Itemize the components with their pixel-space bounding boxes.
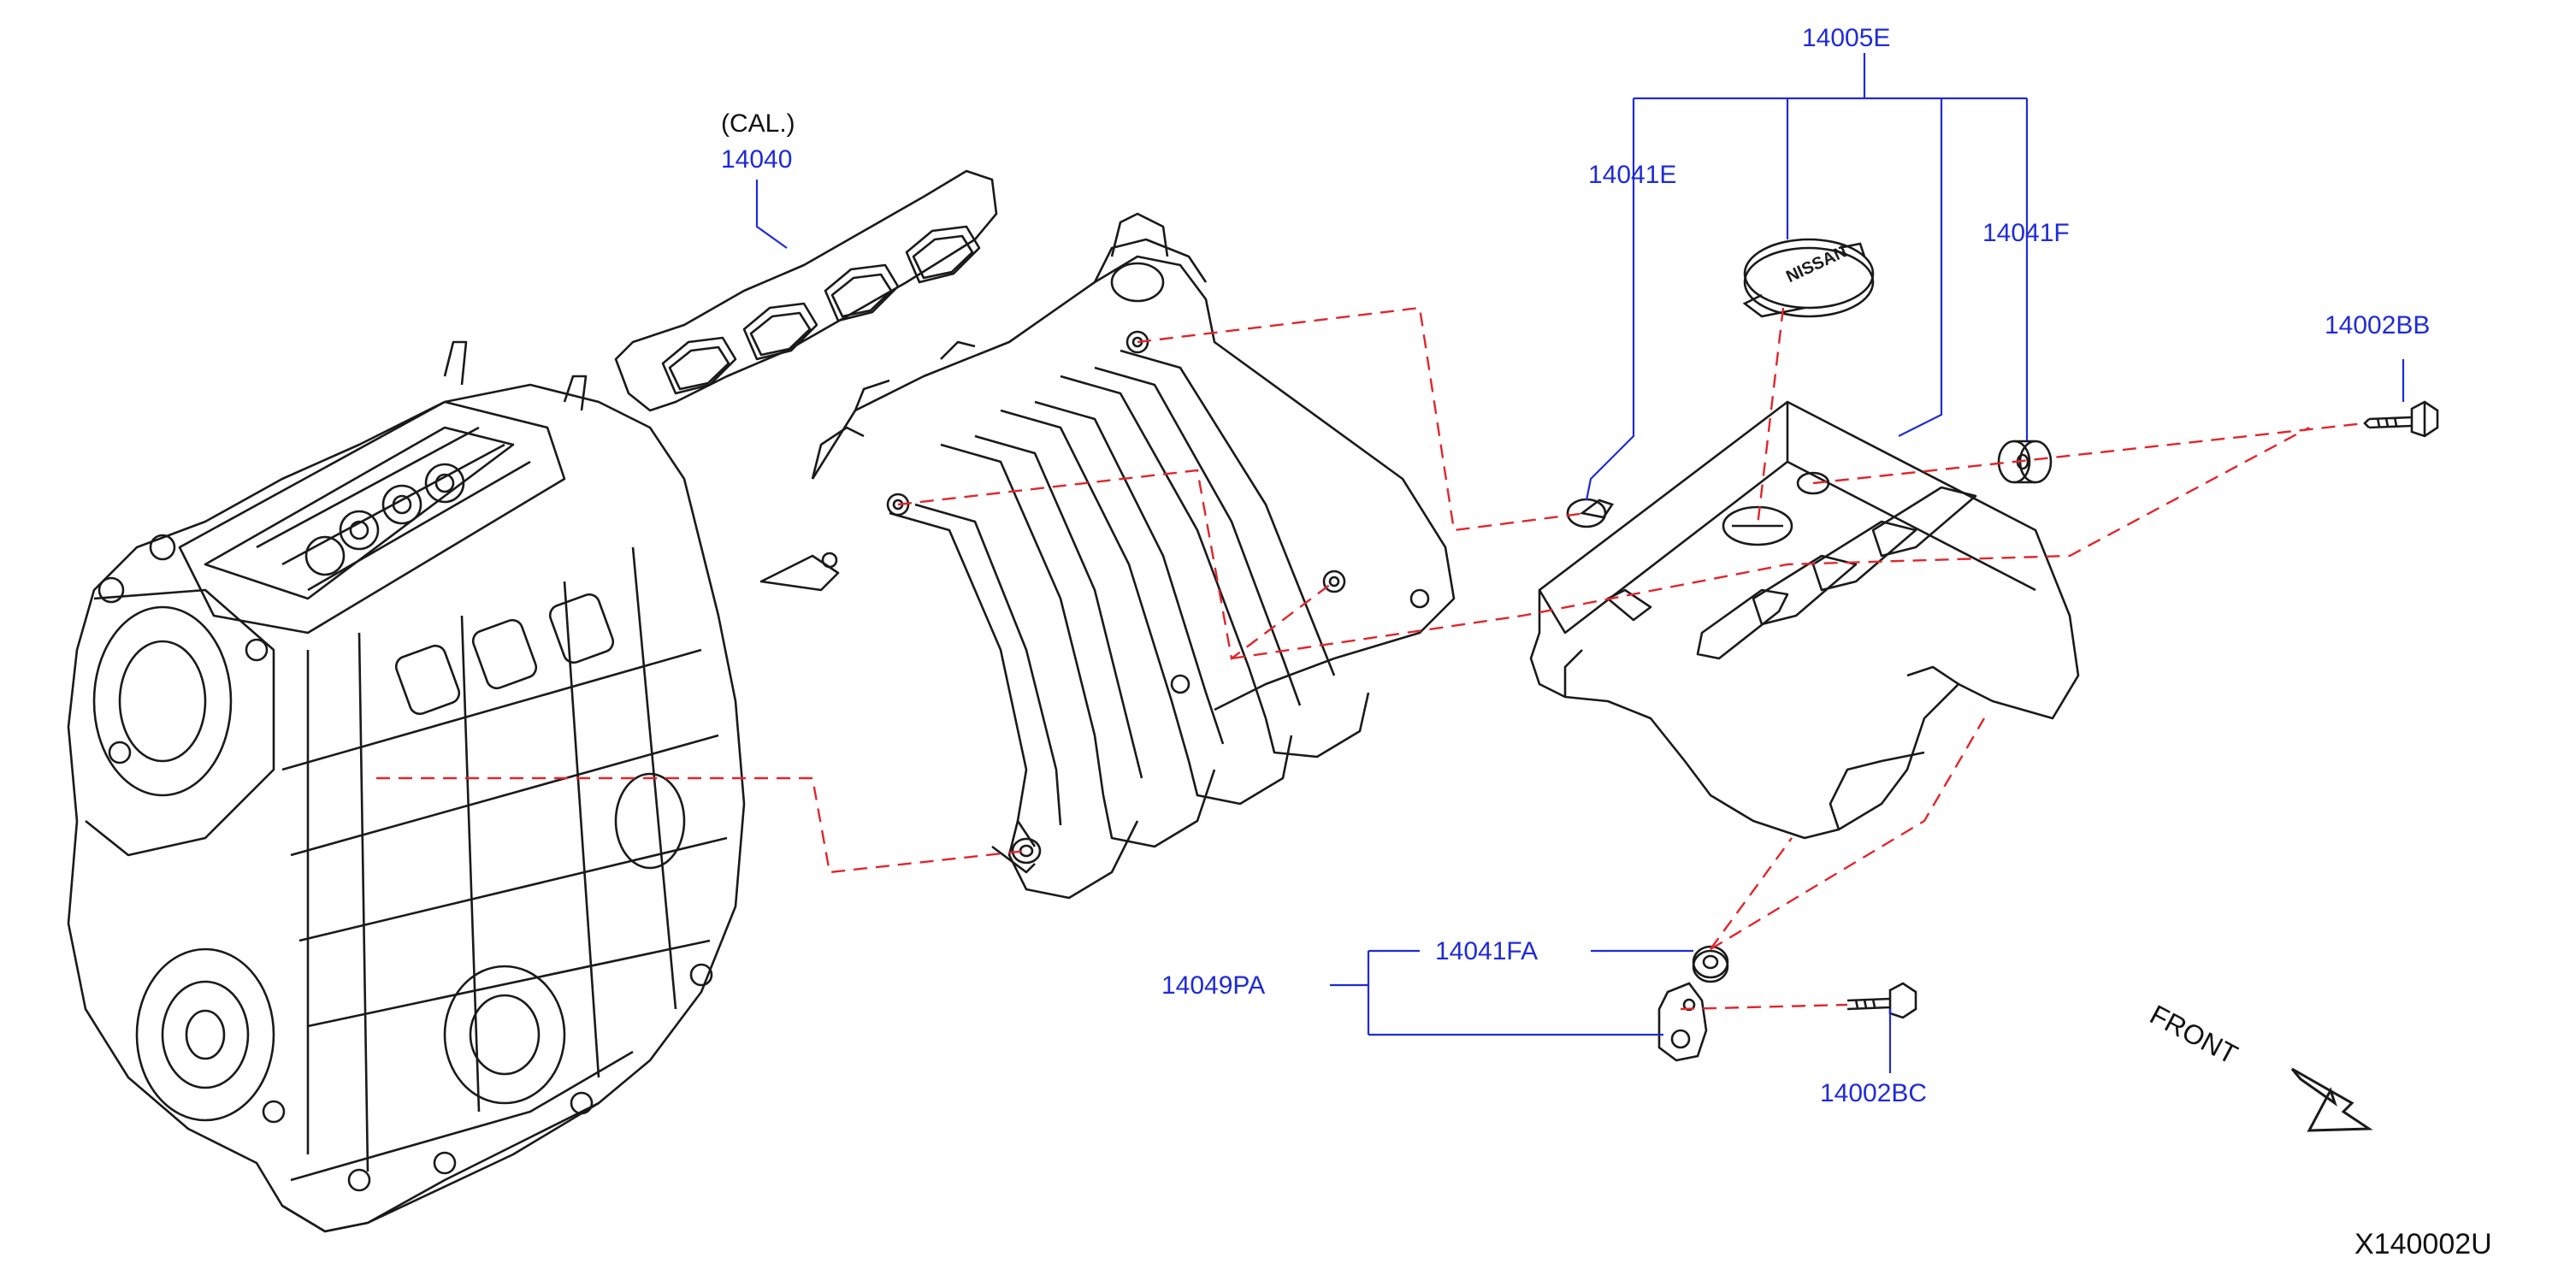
part-label-14049pa[interactable]: 14049PA <box>1161 971 1266 1000</box>
part-label-14041fa[interactable]: 14041FA <box>1435 937 1539 965</box>
part-label-14041e[interactable]: 14041E <box>1588 161 1677 189</box>
connector-lines <box>376 306 2366 1011</box>
engine-cover <box>1529 400 2080 840</box>
part-label-14040[interactable]: 14040 <box>721 145 793 174</box>
front-arrow-icon <box>2290 1067 2373 1132</box>
grommet-14041fa <box>1692 945 1729 983</box>
intake-manifold <box>759 212 1456 900</box>
intake-gasket <box>614 169 998 412</box>
part-label-14002bb[interactable]: 14002BB <box>2325 311 2431 339</box>
part-label-14041f[interactable]: 14041F <box>1982 219 2070 247</box>
bracket-14049pa <box>1657 982 1708 1062</box>
diagram-code: X140002U <box>2354 1228 2492 1260</box>
calibration-note: (CAL.) <box>721 109 795 138</box>
leader-lines <box>755 53 2405 1073</box>
part-label-14002bc[interactable]: 14002BC <box>1820 1079 1928 1107</box>
bolt-14002bb <box>2363 400 2439 438</box>
part-label-14005e[interactable]: 14005E <box>1802 24 1891 52</box>
